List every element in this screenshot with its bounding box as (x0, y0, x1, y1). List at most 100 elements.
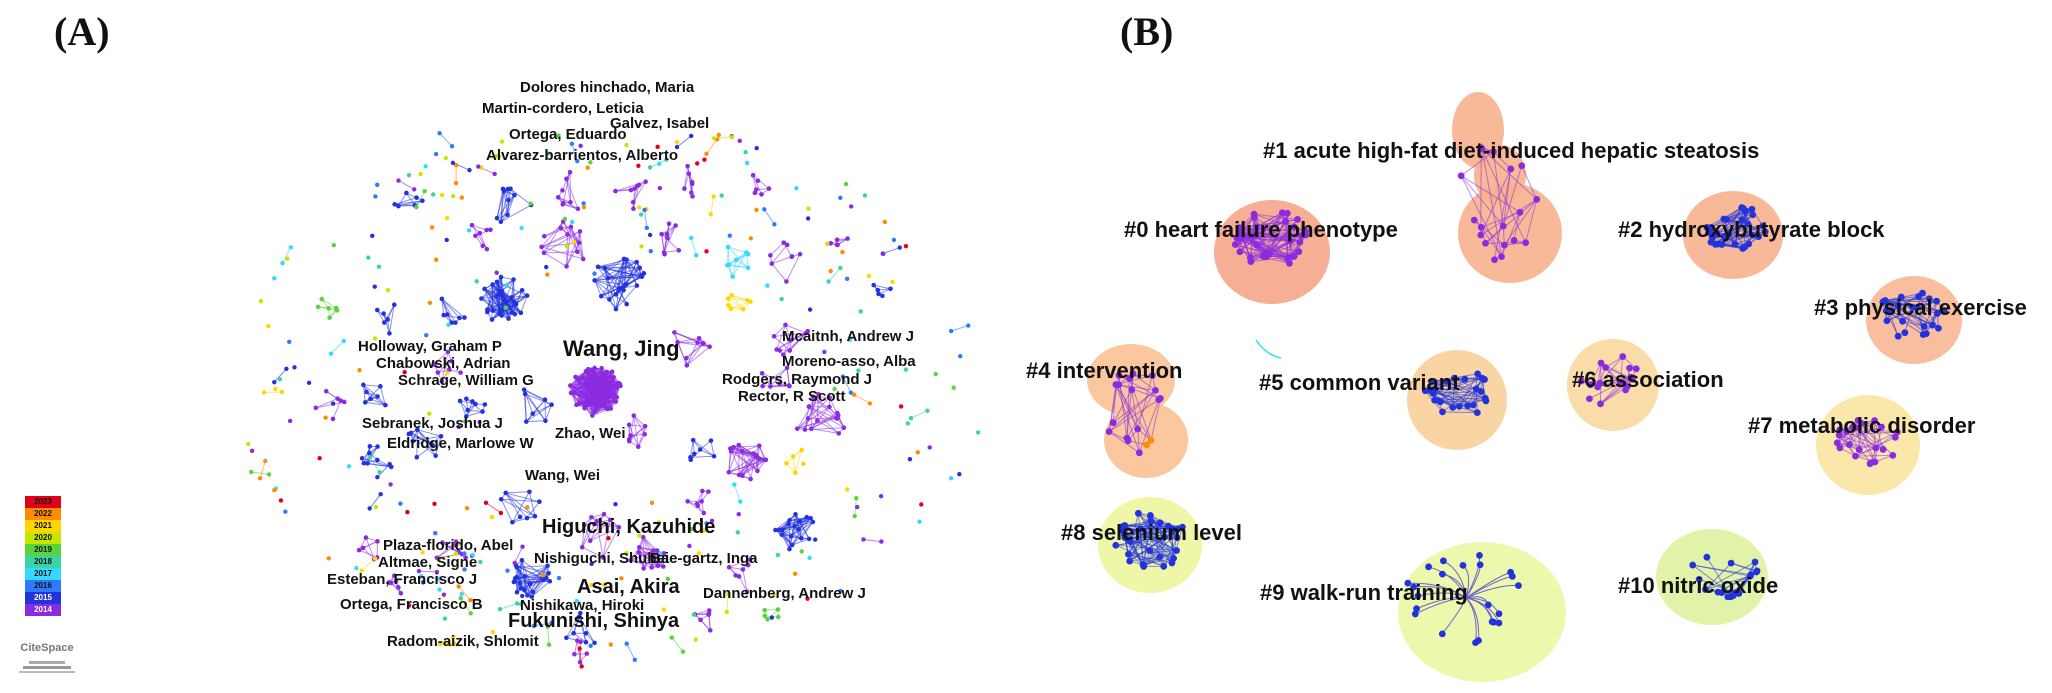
author-node (467, 167, 472, 173)
author-node (787, 348, 793, 353)
author-node (788, 534, 794, 539)
author-node (775, 614, 781, 620)
author-node (518, 602, 524, 607)
author-node (897, 245, 902, 250)
author-node (674, 144, 680, 150)
author-node (728, 449, 734, 454)
author-node (436, 576, 442, 581)
author-node (539, 244, 544, 250)
author-node (726, 469, 732, 475)
author-node (482, 286, 487, 292)
author-node (568, 390, 574, 396)
author-label: Dannenberg, Andrew J (703, 585, 866, 602)
author-node (555, 195, 561, 200)
author-node (372, 284, 377, 289)
author-node (545, 563, 550, 569)
author-node (740, 567, 746, 572)
author-node (519, 557, 525, 563)
author-node (531, 623, 537, 629)
cluster-node (1253, 241, 1260, 249)
author-node (365, 461, 370, 466)
cluster-node (1708, 223, 1715, 231)
author-node (375, 394, 380, 399)
author-label: Ortega, Francisco B (340, 596, 483, 613)
author-node (372, 556, 378, 561)
author-node (504, 283, 510, 289)
author-node (341, 399, 347, 405)
author-node (879, 539, 884, 544)
author-node (330, 401, 336, 406)
author-node (673, 223, 678, 228)
author-node (326, 306, 331, 311)
author-node (957, 471, 962, 477)
author-node (611, 374, 616, 380)
author-node (675, 339, 680, 345)
author-node (569, 141, 575, 147)
author-label: Chabowski, Adrian (376, 355, 510, 372)
author-node (602, 265, 608, 271)
cluster-node (1115, 381, 1123, 389)
author-node (917, 519, 922, 524)
author-node (492, 171, 497, 177)
author-node (748, 236, 754, 241)
author-node (730, 274, 735, 279)
author-node (848, 204, 854, 209)
author-node (420, 550, 425, 555)
author-node (689, 190, 694, 195)
author-node (370, 233, 375, 239)
author-node (933, 371, 938, 377)
author-node (579, 544, 585, 550)
cluster-label: #2 hydroxybutyrate block (1618, 217, 1885, 242)
author-node (784, 460, 789, 466)
author-node (637, 533, 642, 538)
author-node (685, 163, 690, 169)
author-node (709, 518, 715, 523)
author-node (686, 171, 692, 177)
author-node (523, 419, 529, 424)
author-node (444, 215, 450, 221)
author-node (366, 255, 371, 260)
author-node (711, 136, 717, 141)
cluster-node (1515, 582, 1522, 590)
author-node (762, 607, 768, 613)
author-node (665, 576, 671, 582)
author-node (605, 406, 610, 412)
cluster-node (1174, 525, 1182, 533)
author-node (512, 311, 518, 317)
author-node (781, 240, 787, 245)
author-node (690, 437, 696, 443)
author-node (759, 370, 765, 376)
cluster-node (1425, 563, 1433, 571)
author-node (858, 309, 863, 314)
author-node (315, 304, 321, 310)
author-node (373, 504, 379, 510)
cluster-node (1510, 237, 1518, 244)
author-node (852, 513, 857, 519)
author-node (828, 241, 833, 246)
author-node (828, 268, 833, 274)
author-node (754, 145, 759, 151)
author-node (694, 253, 699, 258)
author-node (556, 133, 561, 138)
author-node (613, 501, 618, 507)
author-node (437, 641, 443, 647)
author-node (420, 580, 426, 585)
cluster-node (1882, 307, 1890, 315)
author-node (489, 514, 495, 520)
author-node (498, 274, 504, 280)
cluster-node (1286, 259, 1293, 267)
author-node (688, 457, 694, 463)
author-node (457, 398, 463, 404)
author-node (258, 298, 264, 304)
author-node (525, 505, 530, 510)
author-node (867, 401, 873, 406)
author-node (724, 609, 729, 615)
author-node (650, 548, 656, 553)
author-node (958, 353, 963, 359)
author-node (628, 187, 634, 193)
author-node (636, 182, 642, 188)
author-node (565, 232, 570, 237)
author-node (480, 409, 485, 414)
author-node (843, 181, 849, 187)
author-node (665, 235, 670, 241)
